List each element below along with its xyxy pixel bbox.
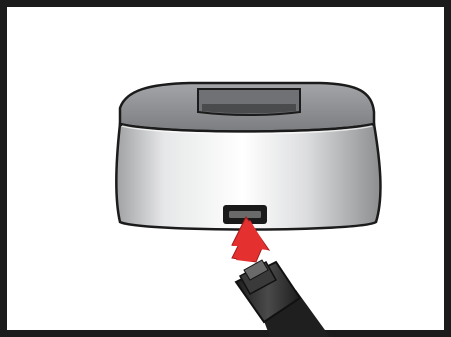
insert-arrow-icon (231, 216, 271, 263)
dock-rim (121, 125, 373, 135)
usb-port-icon (223, 205, 267, 224)
dock-slot-inner (202, 104, 296, 114)
usb-plug-icon (234, 259, 330, 337)
dock-body (115, 122, 382, 231)
dock-icon (115, 81, 382, 231)
